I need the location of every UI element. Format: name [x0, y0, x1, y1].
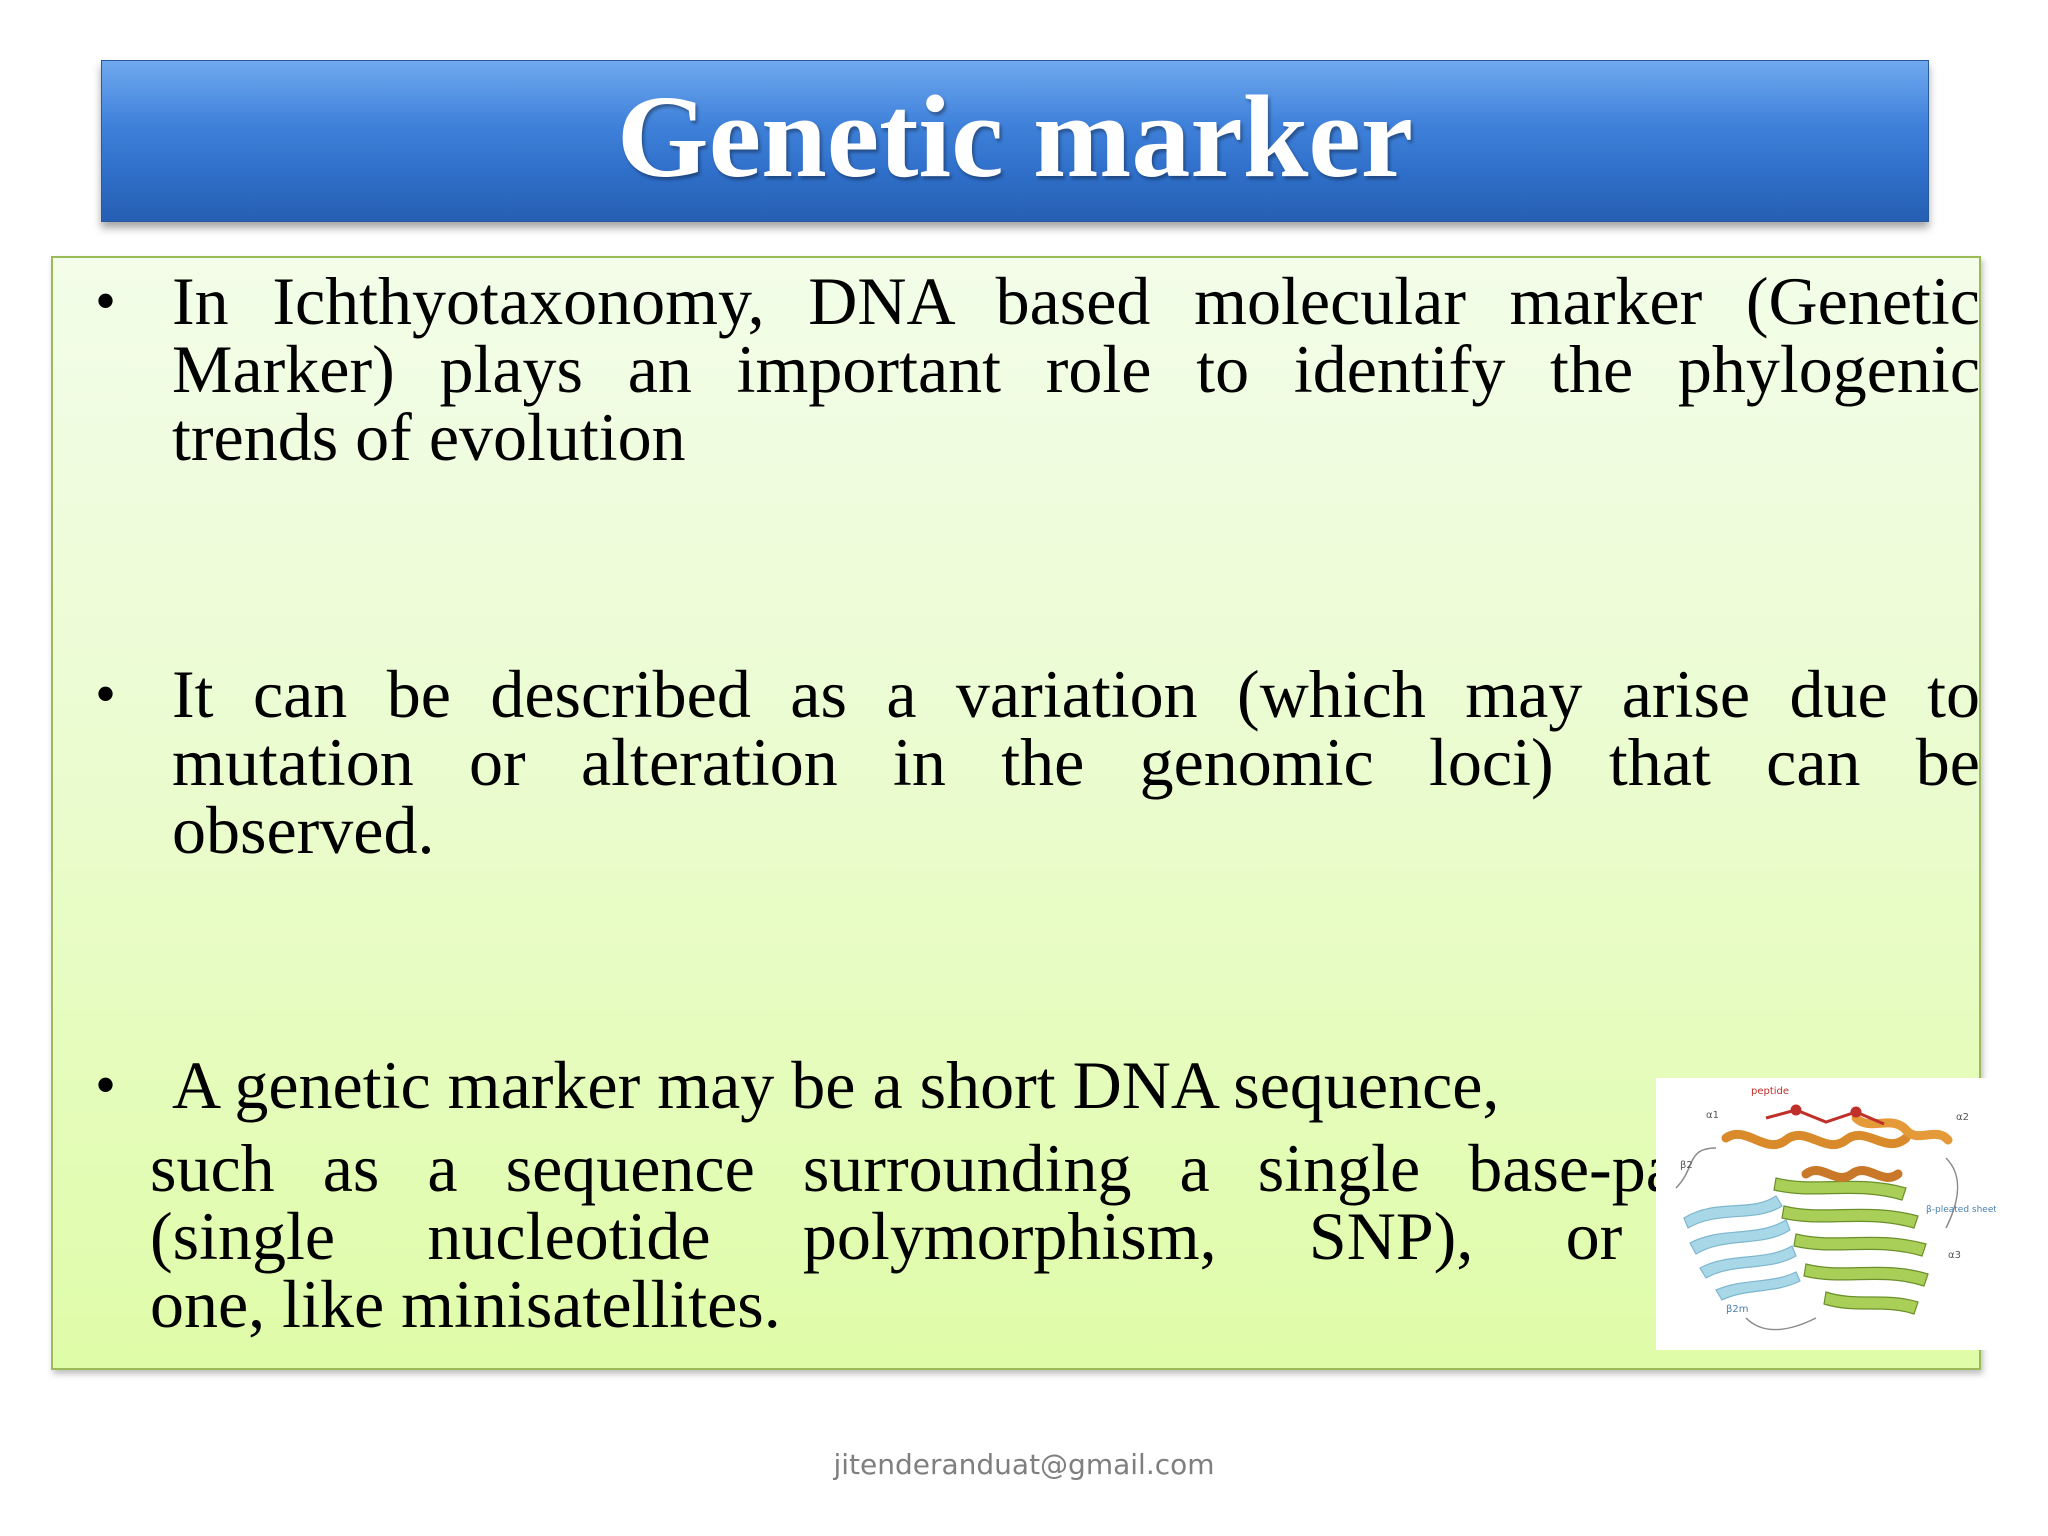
image-label-beta2: β2 — [1680, 1160, 1693, 1171]
image-label-beta2m: β2m — [1726, 1304, 1749, 1315]
image-label-peptide: peptide — [1751, 1086, 1789, 1097]
bullet-text-2: It can be described as a variation (whic… — [172, 660, 1980, 864]
footer-email: jitenderanduat@gmail.com — [833, 1448, 1215, 1481]
continuation-line-3: one, like minisatellites. — [150, 1266, 781, 1342]
content-box: • In Ichthyotaxonomy, DNA based molecula… — [51, 256, 1997, 1370]
image-label-alpha1: α1 — [1706, 1110, 1719, 1121]
bullet-dot: • — [95, 1052, 117, 1118]
bullet-1-line-2: Marker) plays an important role to ident… — [172, 331, 1980, 407]
protein-ribbon-illustration: peptide α1 α2 α3 β2 β-pleated sheet β2m — [1656, 1078, 1997, 1350]
image-label-alpha3: α3 — [1948, 1250, 1961, 1261]
slide-title: Genetic marker — [616, 71, 1414, 202]
protein-structure-image: peptide α1 α2 α3 β2 β-pleated sheet β2m — [1656, 1078, 1997, 1350]
bullet-2-line-2: mutation or alteration in the genomic lo… — [172, 724, 1980, 800]
image-label-beta-sheet: β-pleated sheet — [1926, 1205, 1996, 1215]
bullet-2-line-3: observed. — [172, 792, 435, 868]
bullet-text-1: In Ichthyotaxonomy, DNA based molecular … — [172, 267, 1980, 471]
bullet-2-line-1: It can be described as a variation (whic… — [172, 656, 1980, 732]
image-label-alpha2: α2 — [1956, 1112, 1969, 1123]
bullet-1-line-3: trends of evolution — [172, 399, 686, 475]
title-bar: Genetic marker — [101, 60, 1929, 222]
bullet-1-line-1: In Ichthyotaxonomy, DNA based molecular … — [172, 263, 1980, 339]
bullet-dot: • — [95, 268, 117, 334]
bullet-text-3: A genetic marker may be a short DNA sequ… — [172, 1047, 1500, 1123]
bullet-dot: • — [95, 661, 117, 727]
